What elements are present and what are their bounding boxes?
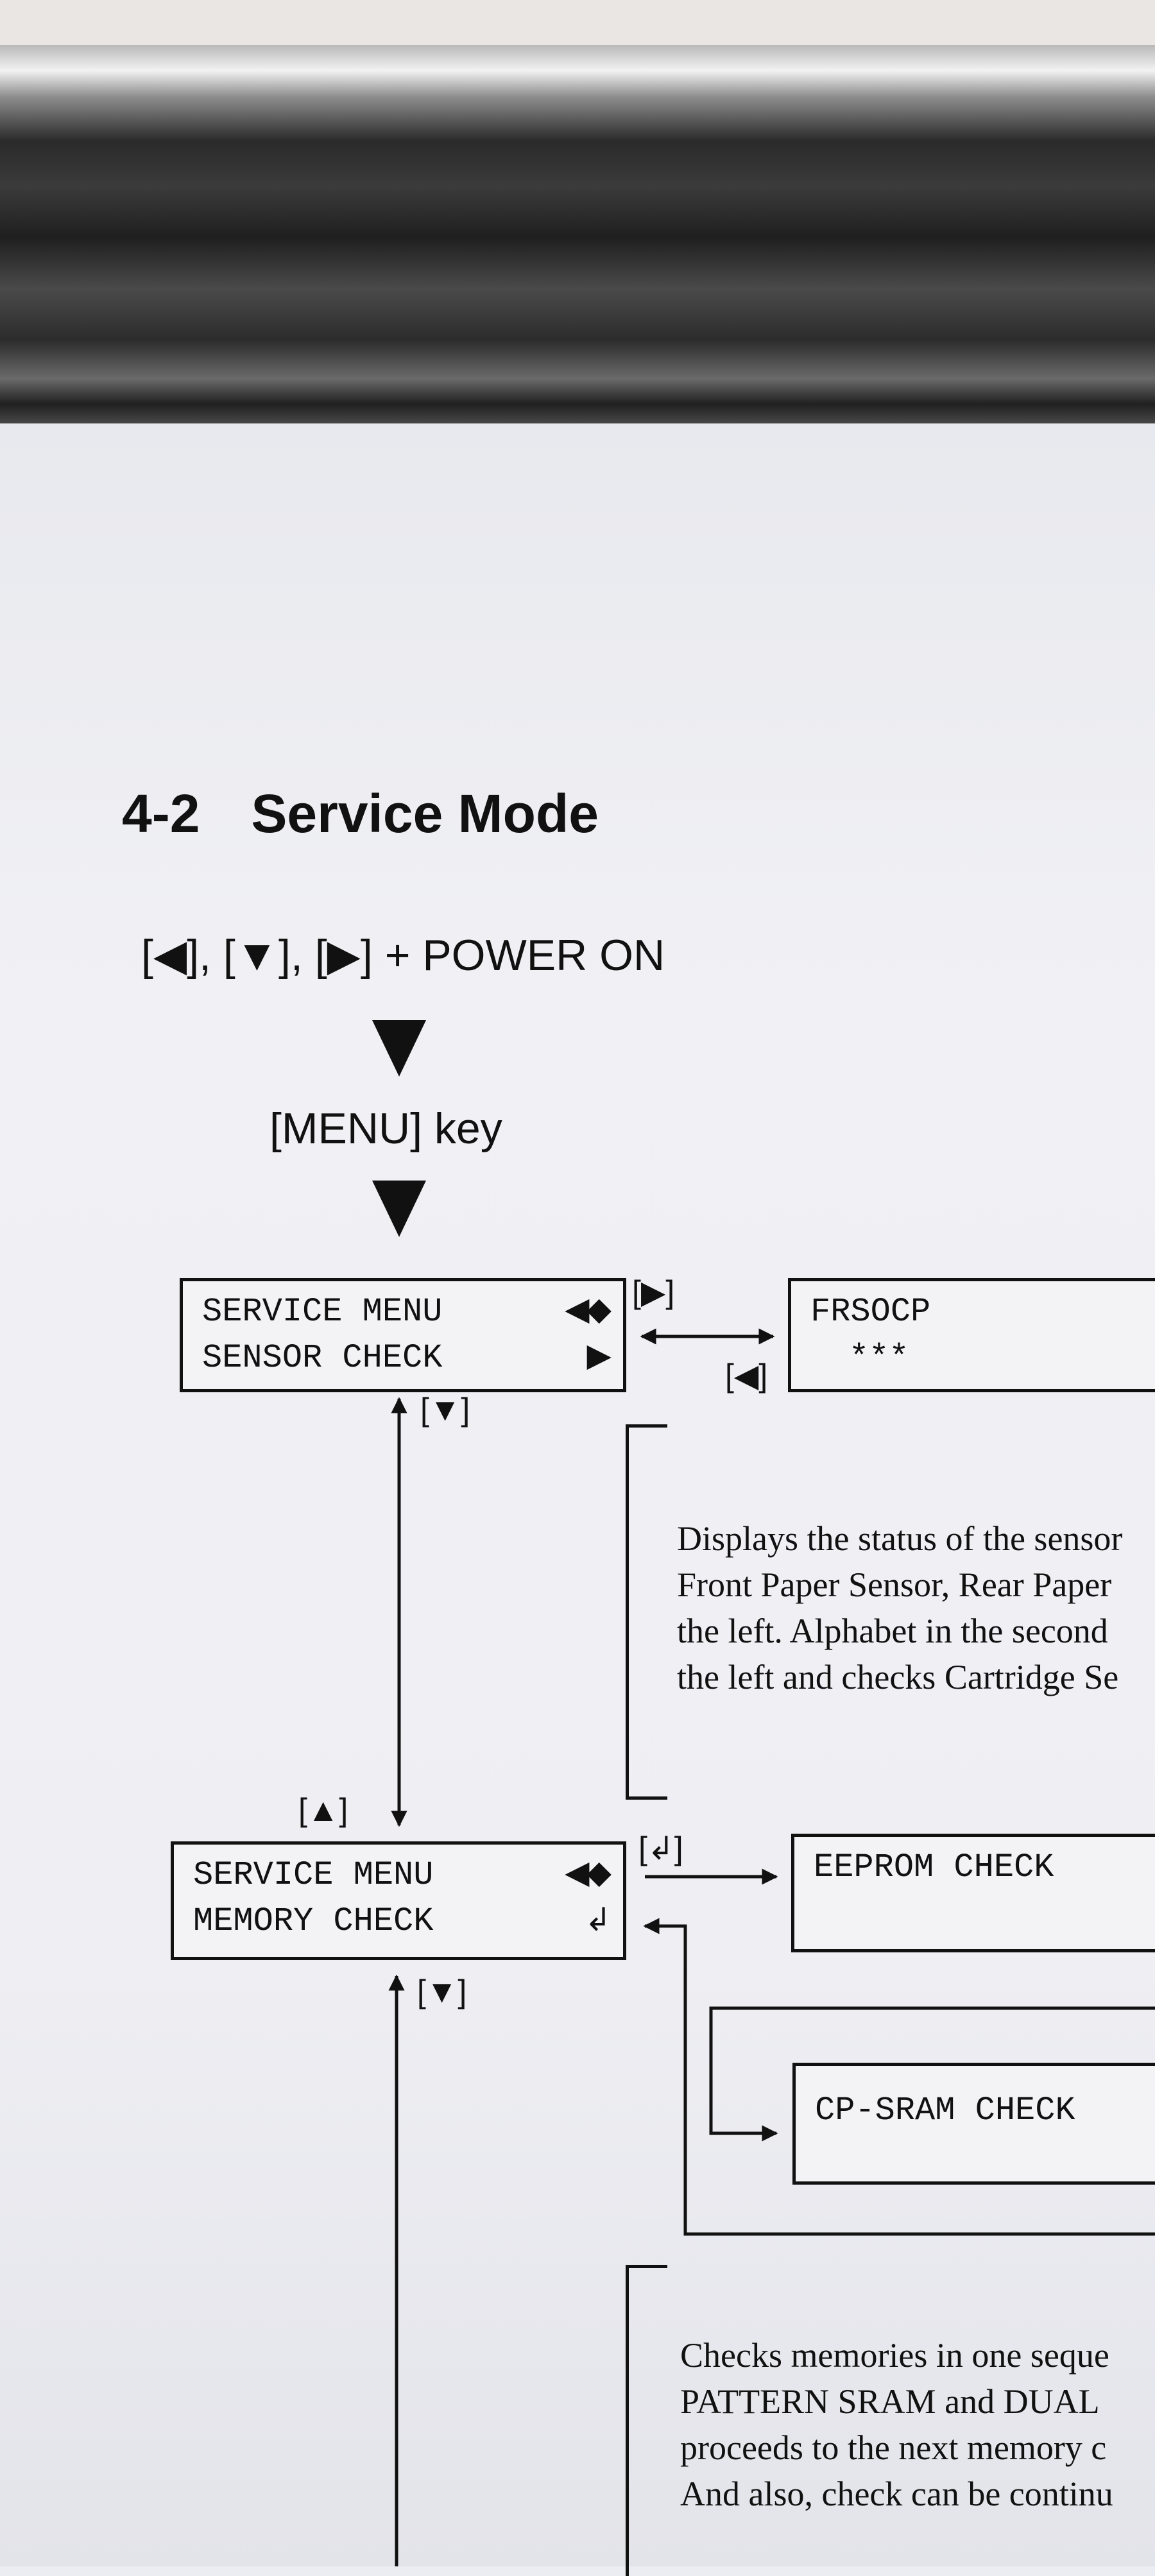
power-on-keys: [◀], [▼], [▶] + POWER ON	[141, 931, 665, 980]
description-bracket	[626, 1424, 667, 1800]
memory-description: Checks memories in one seque PATTERN SRA…	[680, 2332, 1113, 2517]
display-line-2: SENSOR CHECK	[202, 1339, 443, 1377]
enter-key-label: [↲]	[638, 1830, 683, 1866]
description-line: PATTERN SRAM and DUAL	[680, 2382, 1100, 2421]
display-line-1: EEPROM CHECK	[814, 1848, 1054, 1886]
section-heading: 4-2 Service Mode	[122, 783, 599, 845]
arrow-down-icon	[372, 1020, 426, 1077]
down-key-label: [▼]	[420, 1392, 470, 1428]
display-line-1: SERVICE MENU	[193, 1856, 434, 1894]
section-title: Service Mode	[251, 783, 599, 844]
description-line: Front Paper Sensor, Rear Paper	[677, 1565, 1112, 1604]
description-line: Displays the status of the sensor	[677, 1519, 1123, 1558]
down-key-label: [▼]	[417, 1974, 467, 2009]
cp-sram-check-display: CP-SRAM CHECK	[792, 2063, 1155, 2185]
machine-rail	[0, 45, 1155, 430]
sensor-status-display: FRSOCP ***	[788, 1278, 1155, 1392]
left-updown-icon: ◀◆	[565, 1857, 612, 1893]
enter-icon: ↲	[585, 1904, 612, 1941]
right-arrow-icon: ▶	[586, 1340, 612, 1376]
display-line-2: MEMORY CHECK	[193, 1902, 434, 1940]
left-updown-icon: ◀◆	[565, 1293, 612, 1330]
description-line: proceeds to the next memory c	[680, 2428, 1107, 2467]
description-line: And also, check can be continu	[680, 2475, 1113, 2513]
memory-check-display: SERVICE MENU MEMORY CHECK ◀◆ ↲	[171, 1841, 626, 1960]
display-line-2: ***	[849, 1339, 909, 1377]
section-number: 4-2	[122, 783, 200, 844]
up-key-label: [▲]	[298, 1792, 348, 1828]
description-line: the left and checks Cartridge Se	[677, 1658, 1119, 1696]
sensor-description: Displays the status of the sensor Front …	[677, 1515, 1122, 1700]
eeprom-check-display: EEPROM CHECK	[791, 1834, 1155, 1952]
description-line: Checks memories in one seque	[680, 2336, 1109, 2375]
display-line-1: FRSOCP	[810, 1293, 931, 1331]
display-line-1: CP-SRAM CHECK	[815, 2092, 1075, 2129]
sensor-check-display: SERVICE MENU SENSOR CHECK ◀◆ ▶	[180, 1278, 626, 1392]
arrow-down-icon	[372, 1181, 426, 1237]
display-line-1: SERVICE MENU	[202, 1293, 443, 1331]
manual-page	[0, 423, 1155, 2566]
description-line: the left. Alphabet in the second	[677, 1612, 1108, 1650]
right-key-label: [▶]	[632, 1274, 675, 1310]
description-bracket	[626, 2265, 667, 2576]
left-key-label: [◀]	[725, 1358, 768, 1394]
menu-key-label: [MENU] key	[270, 1104, 502, 1153]
